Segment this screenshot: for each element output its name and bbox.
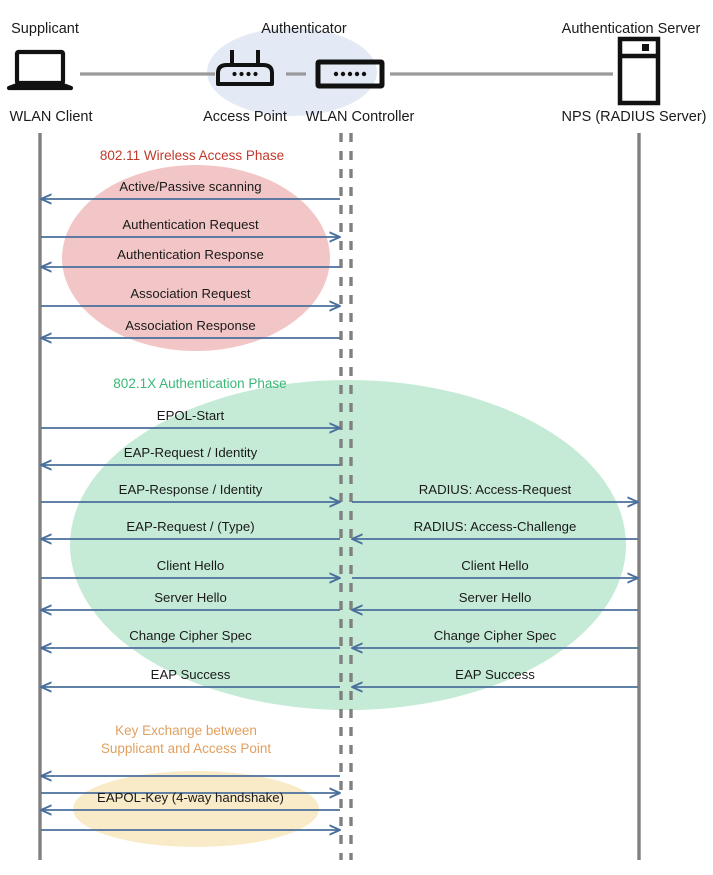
message-label-left: EAPOL-Key (4-way handshake) (97, 790, 284, 805)
actor-device-access-point: Access Point (203, 109, 287, 125)
message-label-left: Authentication Response (117, 247, 264, 262)
laptop-icon (6, 49, 74, 91)
message-label-right: RADIUS: Access-Challenge (414, 519, 577, 534)
phase-label-keyexchange-line2: Supplicant and Access Point (101, 741, 272, 756)
actor-role-supplicant: Supplicant (11, 21, 79, 37)
message-label-left: Association Request (130, 286, 251, 301)
message-label-left: EAP-Response / Identity (119, 482, 263, 497)
authenticator-group-ellipse (207, 28, 377, 116)
server-tower-icon (617, 36, 661, 106)
message-label-left: Active/Passive scanning (119, 179, 261, 194)
message-label-left: EAP-Request / Identity (124, 445, 258, 460)
message-label-left: EAP Success (151, 667, 231, 682)
network-switch-icon (315, 59, 385, 89)
message-label-right: Change Cipher Spec (434, 628, 557, 643)
actor-device-nps-server: NPS (RADIUS Server) (561, 109, 706, 125)
phase-label-8021x: 802.1X Authentication Phase (113, 376, 286, 391)
actor-device-wlan-controller: WLAN Controller (306, 109, 415, 125)
actor-device-wlan-client: WLAN Client (10, 109, 93, 125)
message-label-left: EPOL-Start (157, 408, 225, 423)
phase-ellipse-keyexchange (73, 771, 319, 847)
message-label-left: EAP-Request / (Type) (126, 519, 254, 534)
message-label-left: Association Response (125, 318, 255, 333)
actor-role-auth-server: Authentication Server (562, 21, 701, 37)
message-label-right: Server Hello (459, 590, 532, 605)
phase-label-keyexchange-line1: Key Exchange between (115, 723, 257, 738)
message-label-right: Client Hello (461, 558, 528, 573)
message-label-left: Client Hello (157, 558, 224, 573)
phase-ellipse-80211 (62, 165, 330, 351)
message-label-right: EAP Success (455, 667, 535, 682)
message-label-left: Authentication Request (122, 217, 259, 232)
phase-label-80211: 802.11 Wireless Access Phase (100, 148, 284, 163)
wireless-router-icon (216, 50, 274, 86)
message-label-left: Change Cipher Spec (129, 628, 252, 643)
phase-ellipse-8021x (70, 380, 626, 710)
message-label-right: RADIUS: Access-Request (419, 482, 572, 497)
message-label-left: Server Hello (154, 590, 227, 605)
actor-role-authenticator: Authenticator (261, 21, 347, 37)
